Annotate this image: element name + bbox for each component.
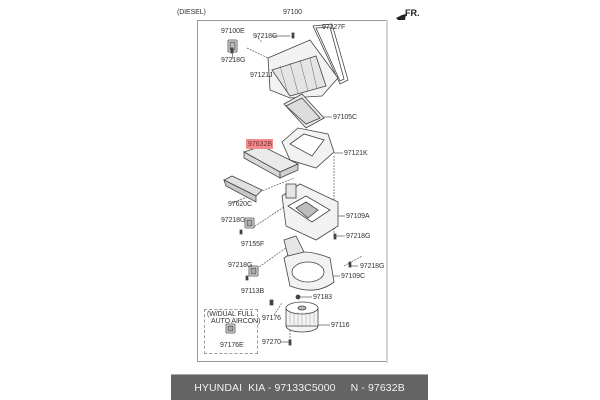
- part-label[interactable]: 97105C: [333, 114, 357, 121]
- part-label[interactable]: 97109A: [346, 213, 370, 220]
- part-label[interactable]: 97620C: [228, 201, 252, 208]
- option-box-title-line2: AUTO AIRCON): [211, 318, 261, 325]
- part-label[interactable]: 97121J: [250, 72, 273, 79]
- part-label[interactable]: 97127F: [322, 24, 346, 31]
- part-label[interactable]: 97113B: [241, 288, 265, 295]
- part-label[interactable]: 97121K: [344, 150, 368, 157]
- part-label[interactable]: 97116: [331, 322, 350, 329]
- option-box: [204, 309, 258, 354]
- option-box-part-label[interactable]: 97176E: [220, 342, 244, 349]
- option-box-title-line1: (W/DUAL FULL: [207, 311, 255, 318]
- part-label[interactable]: 97218G: [346, 233, 371, 240]
- front-arrow-icon: [396, 14, 406, 20]
- part-label[interactable]: 97176: [262, 315, 281, 322]
- part-label[interactable]: 97155F: [241, 241, 265, 248]
- part-number-banner: HYUNDAI KIA - 97133C5000 N - 97632B: [171, 374, 428, 400]
- orientation-label: FR.: [405, 8, 420, 18]
- part-label[interactable]: 97218G: [221, 57, 246, 64]
- part-label[interactable]: 97109C: [341, 273, 365, 280]
- frame-shadow: [386, 20, 388, 363]
- part-label[interactable]: 97183: [313, 294, 332, 301]
- highlighted-part-number: 97632B: [248, 140, 273, 148]
- part-label[interactable]: 97218G: [253, 33, 278, 40]
- highlighted-part-label[interactable]: 97632B: [246, 139, 273, 149]
- variant-label: (DIESEL): [177, 9, 206, 16]
- part-label[interactable]: 97270: [262, 339, 281, 346]
- banner-text: HYUNDAI KIA - 97133C5000 N - 97632B: [194, 381, 405, 394]
- part-label[interactable]: 97218G: [228, 262, 253, 269]
- part-label[interactable]: 97218G: [360, 263, 385, 270]
- assembly-number: 97100: [283, 9, 302, 16]
- part-label[interactable]: 97100E: [221, 28, 245, 35]
- part-label[interactable]: 97218G: [221, 217, 246, 224]
